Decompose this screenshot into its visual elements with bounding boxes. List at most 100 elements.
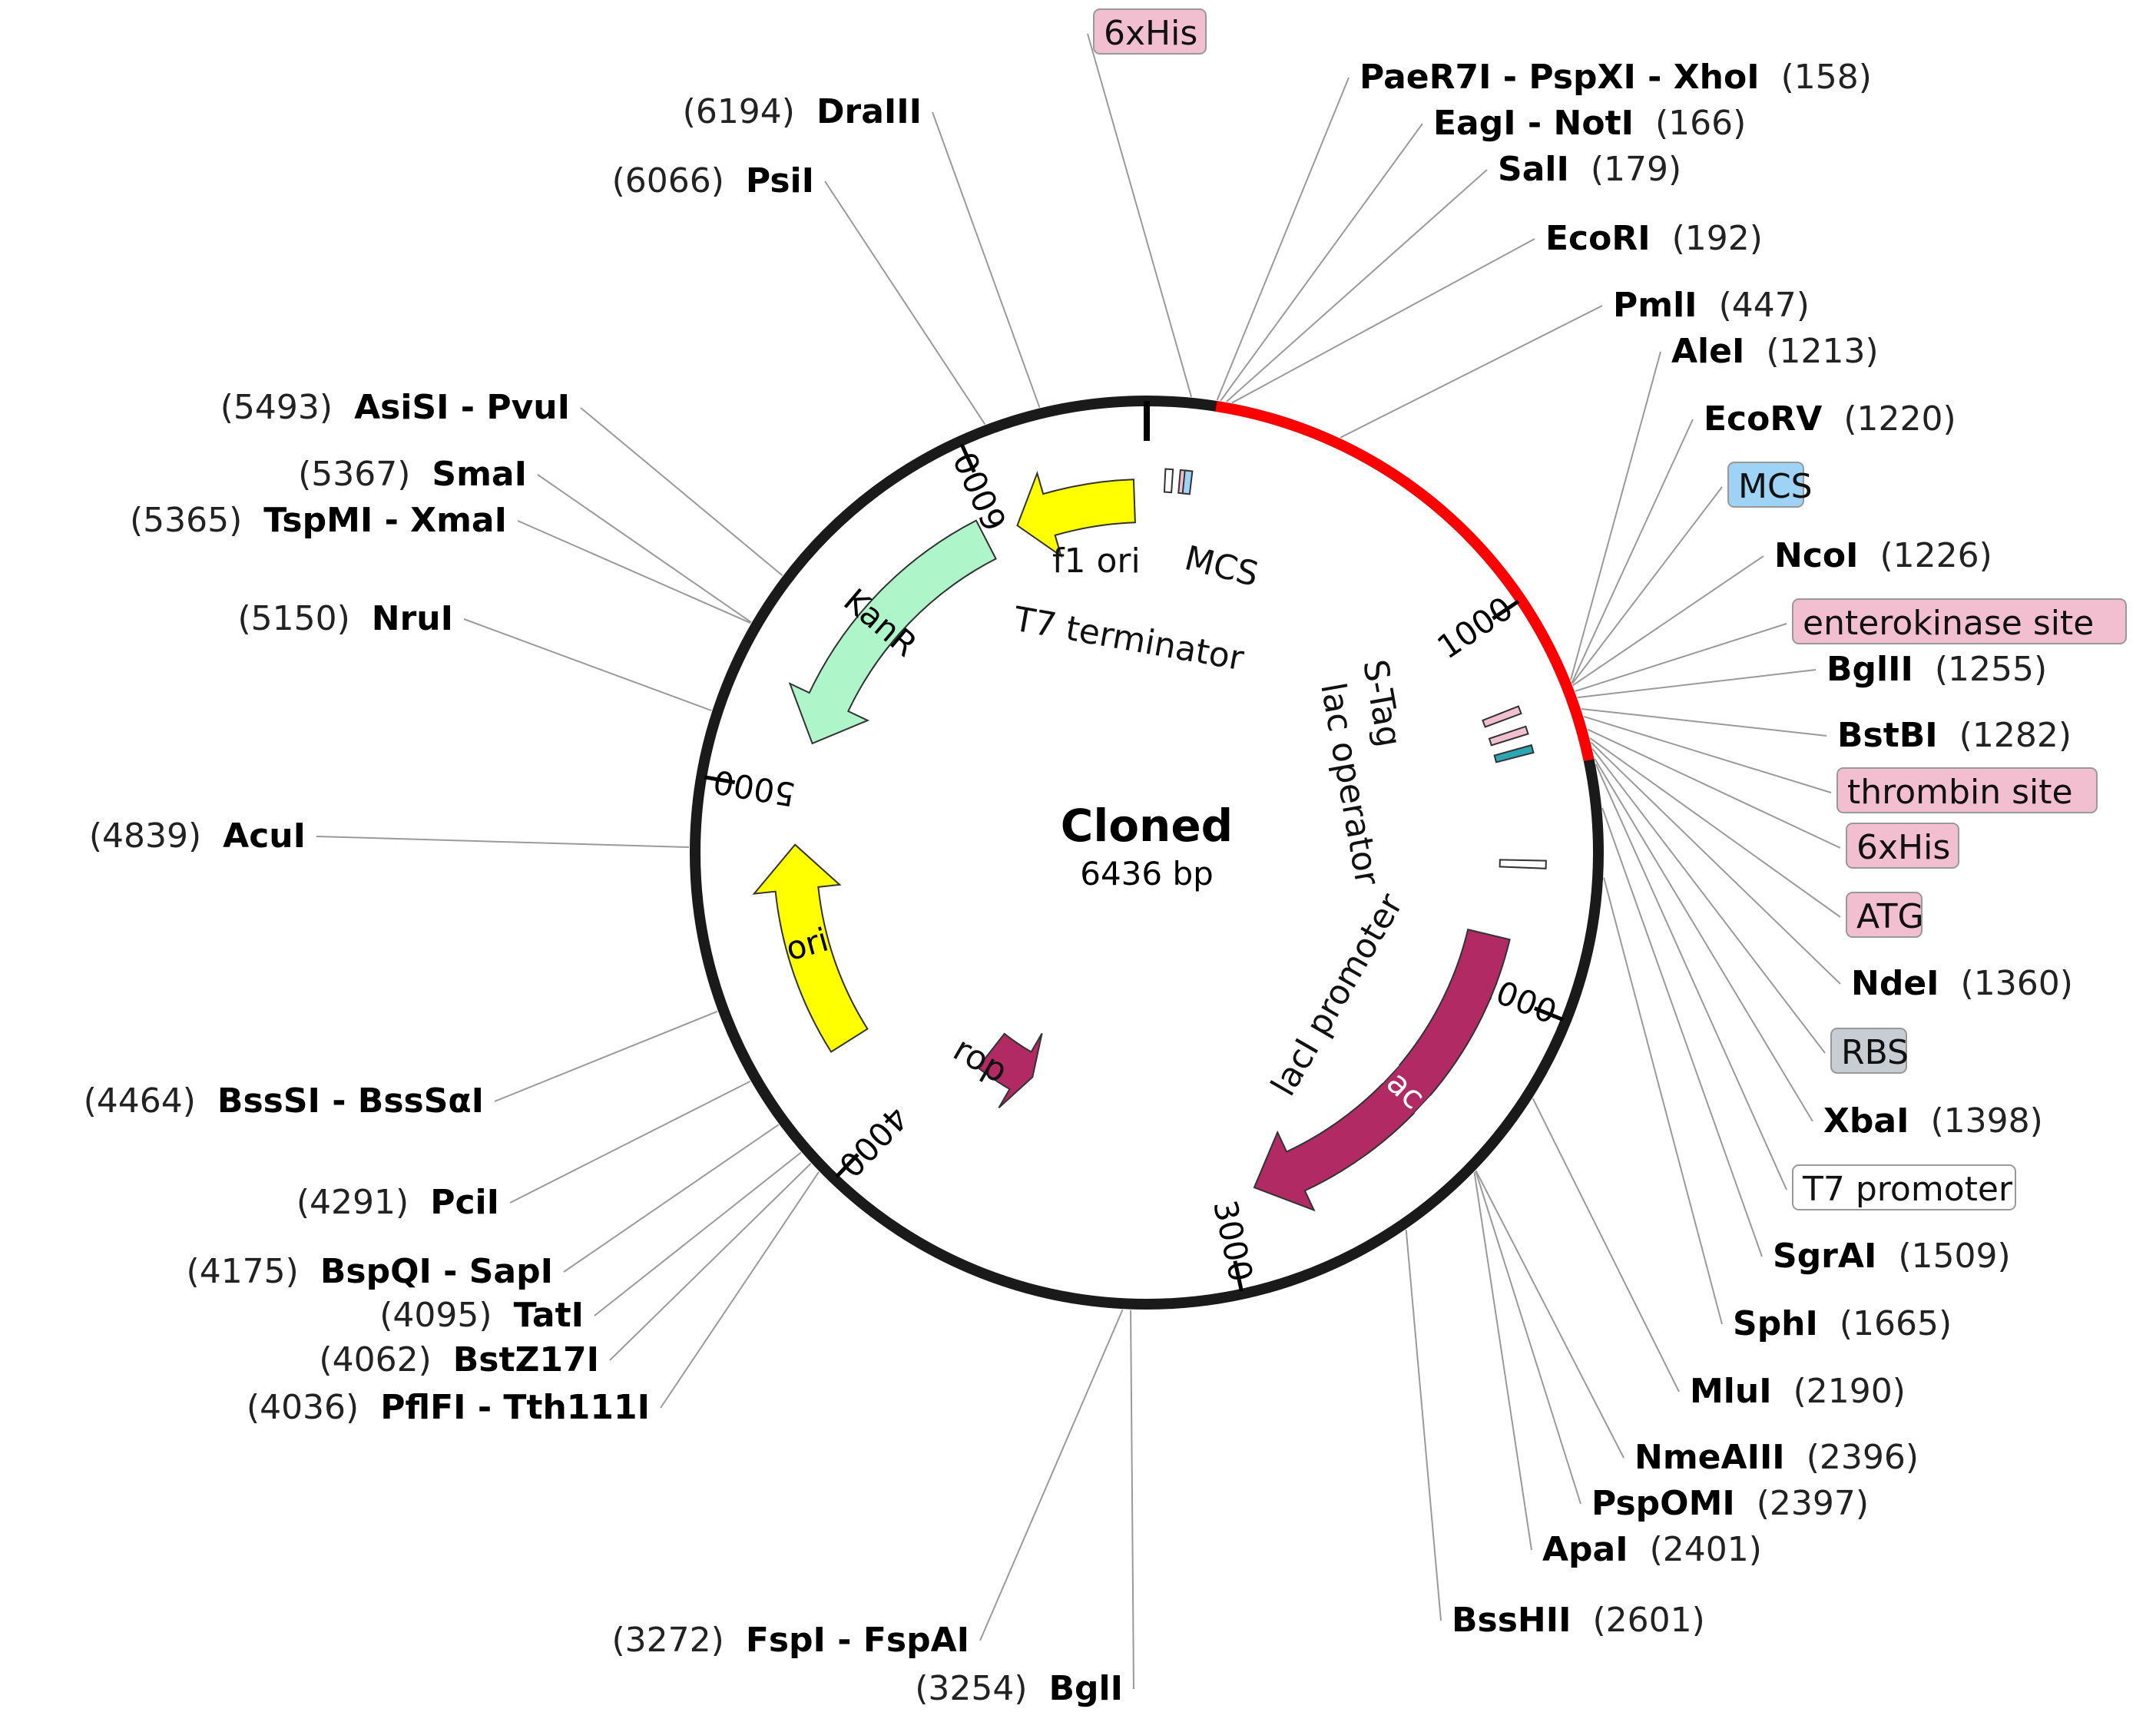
site-text: (5150)NruI xyxy=(237,599,453,638)
site-text: (5493)AsiSI - PvuI xyxy=(220,388,570,427)
site-label-apai: ApaI(2401) xyxy=(1542,1530,1762,1569)
site-text: (5367)SmaI xyxy=(298,455,527,494)
site-label-pcii: (4291)PciI xyxy=(296,1183,499,1222)
site-text: (5365)TspMI - XmaI xyxy=(130,501,507,540)
enzyme-name: SmaI xyxy=(432,455,527,494)
leader-nrui xyxy=(463,618,712,712)
site-label-bstbi: BstBI(1282) xyxy=(1837,716,2072,755)
leader-asisi-pvui xyxy=(580,407,783,576)
enzyme-name: MluI xyxy=(1690,1372,1772,1411)
site-text: EagI - NotI(166) xyxy=(1433,104,1746,143)
plasmid-name: Cloned xyxy=(1061,800,1233,852)
site-text: BglII(1255) xyxy=(1826,650,2047,689)
site-text: (4036) PflFI - Tth111I xyxy=(247,1388,650,1427)
enzyme-position: (158) xyxy=(1781,58,1872,97)
enzyme-position: (166) xyxy=(1655,104,1746,143)
site-text: (4464)BssSI - BssSαI xyxy=(84,1081,484,1121)
tag-text: MCS xyxy=(1738,467,1813,506)
site-labels: 6xHis PaeR7I - PspXI - XhoI(158) EagI - No… xyxy=(84,8,2127,1708)
leader-eagi-noti xyxy=(1220,123,1423,402)
enzyme-name: PciI xyxy=(430,1183,499,1222)
enzyme-name: SalI xyxy=(1498,150,1569,189)
leader-pspomi xyxy=(1475,1171,1581,1505)
enzyme-position: (4036) xyxy=(247,1388,359,1427)
site-label-draiii: (6194)DraIII xyxy=(683,92,922,131)
enzyme-name: XbaI xyxy=(1823,1101,1909,1141)
leader-mcs xyxy=(1571,486,1723,684)
site-text: SphI(1665) xyxy=(1733,1304,1952,1343)
leader-atg xyxy=(1589,737,1841,918)
site-text: (4062)BstZ17I xyxy=(319,1340,599,1379)
site-label-eagi-noti: EagI - NotI(166) xyxy=(1433,104,1746,143)
site-label-sali: SalI (179) xyxy=(1498,150,1681,189)
site-label-paer7i-pspxi-xhoi: PaeR7I - PspXI - XhoI(158) xyxy=(1360,58,1872,97)
tag-text: T7 promoter xyxy=(1802,1170,2013,1209)
site-text: XbaI(1398) xyxy=(1823,1101,2043,1141)
leader-enterokinase-site xyxy=(1575,623,1787,692)
site-label-bgli: (3254)BglI xyxy=(915,1669,1123,1708)
site-text: SalI (179) xyxy=(1498,150,1681,189)
enzyme-position: (1220) xyxy=(1843,399,1956,439)
site-label-bglii: BglII(1255) xyxy=(1826,650,2047,689)
tag-label-atg: ATG xyxy=(1846,892,1924,938)
tag-text: ATG xyxy=(1856,897,1924,936)
enzyme-name: TatI xyxy=(514,1296,584,1335)
f1-ori-label: f1 ori xyxy=(1052,541,1141,581)
leader-fspi-fspai xyxy=(979,1309,1124,1641)
enzyme-position: (4839) xyxy=(89,816,201,856)
site-text: BstBI(1282) xyxy=(1837,716,2072,755)
site-text: EcoRV(1220) xyxy=(1704,399,1956,439)
enzyme-name: EcoRI xyxy=(1545,219,1651,258)
leader-ncoi xyxy=(1572,555,1764,687)
site-label-pmli: PmlI(447) xyxy=(1613,286,1810,325)
leader-6xhis xyxy=(1087,33,1193,398)
mcs-feature-label: MCS xyxy=(1181,538,1262,594)
leader-t7-promoter xyxy=(1595,763,1787,1190)
site-text: (3272)FspI - FspAI xyxy=(612,1621,970,1660)
site-text: NcoI(1226) xyxy=(1774,536,1992,575)
site-label-bstz17i: (4062)BstZ17I xyxy=(319,1340,599,1379)
enzyme-name: DraIII xyxy=(816,92,922,131)
site-label-mlui: MluI(2190) xyxy=(1690,1372,1906,1411)
tag-text: RBS xyxy=(1841,1033,1909,1072)
enzyme-position: (179) xyxy=(1591,150,1681,189)
small-feature-markers xyxy=(1163,468,1547,869)
leader-lines xyxy=(316,33,1841,1690)
tag-box xyxy=(1836,767,2098,813)
site-text: PmlI(447) xyxy=(1613,286,1810,325)
site-label-alei: AleI(1213) xyxy=(1671,332,1879,371)
enzyme-name: AleI xyxy=(1671,332,1744,371)
tag-text: 6xHis xyxy=(1856,828,1950,867)
s-tag-label: S-Tag xyxy=(1355,657,1409,750)
enzyme-name: BspQI - SapI xyxy=(320,1252,553,1291)
enzyme-position: (2401) xyxy=(1650,1530,1762,1569)
leader-sphi xyxy=(1603,877,1723,1325)
tag-box-top-c xyxy=(1181,469,1194,495)
leader-sgrai xyxy=(1601,807,1763,1257)
site-label-nmeaiii: NmeAIII(2396) xyxy=(1634,1438,1919,1477)
enzyme-position: (1360) xyxy=(1961,964,2073,1003)
tag-label-rbs: RBS xyxy=(1830,1028,1909,1074)
enzyme-name: PflFI - Tth111I xyxy=(380,1388,650,1427)
site-text: NmeAIII(2396) xyxy=(1634,1438,1919,1477)
enzyme-position: (4464) xyxy=(84,1081,196,1121)
enzyme-position: (4095) xyxy=(379,1296,492,1335)
tag-text: thrombin site xyxy=(1847,773,2073,812)
site-text: AleI(1213) xyxy=(1671,332,1879,371)
leader-acui xyxy=(316,836,690,849)
leader-pflfi-tth111i xyxy=(660,1171,820,1409)
enzyme-position: (4062) xyxy=(319,1340,431,1379)
leader-psii xyxy=(824,180,986,426)
enzyme-name: BstBI xyxy=(1837,716,1938,755)
site-text: PspOMI(2397) xyxy=(1591,1484,1869,1523)
site-text: (6066)PsiI xyxy=(612,161,814,200)
tick-2000 xyxy=(1533,1006,1564,1022)
enzyme-name: PmlI xyxy=(1613,286,1697,325)
leader-nmeaiii xyxy=(1475,1170,1624,1459)
enzyme-position: (1665) xyxy=(1840,1304,1952,1343)
site-label-tati: (4095) TatI xyxy=(379,1296,584,1335)
site-label-ncoi: NcoI(1226) xyxy=(1774,536,1992,575)
site-label-smai: (5367)SmaI xyxy=(298,455,527,494)
